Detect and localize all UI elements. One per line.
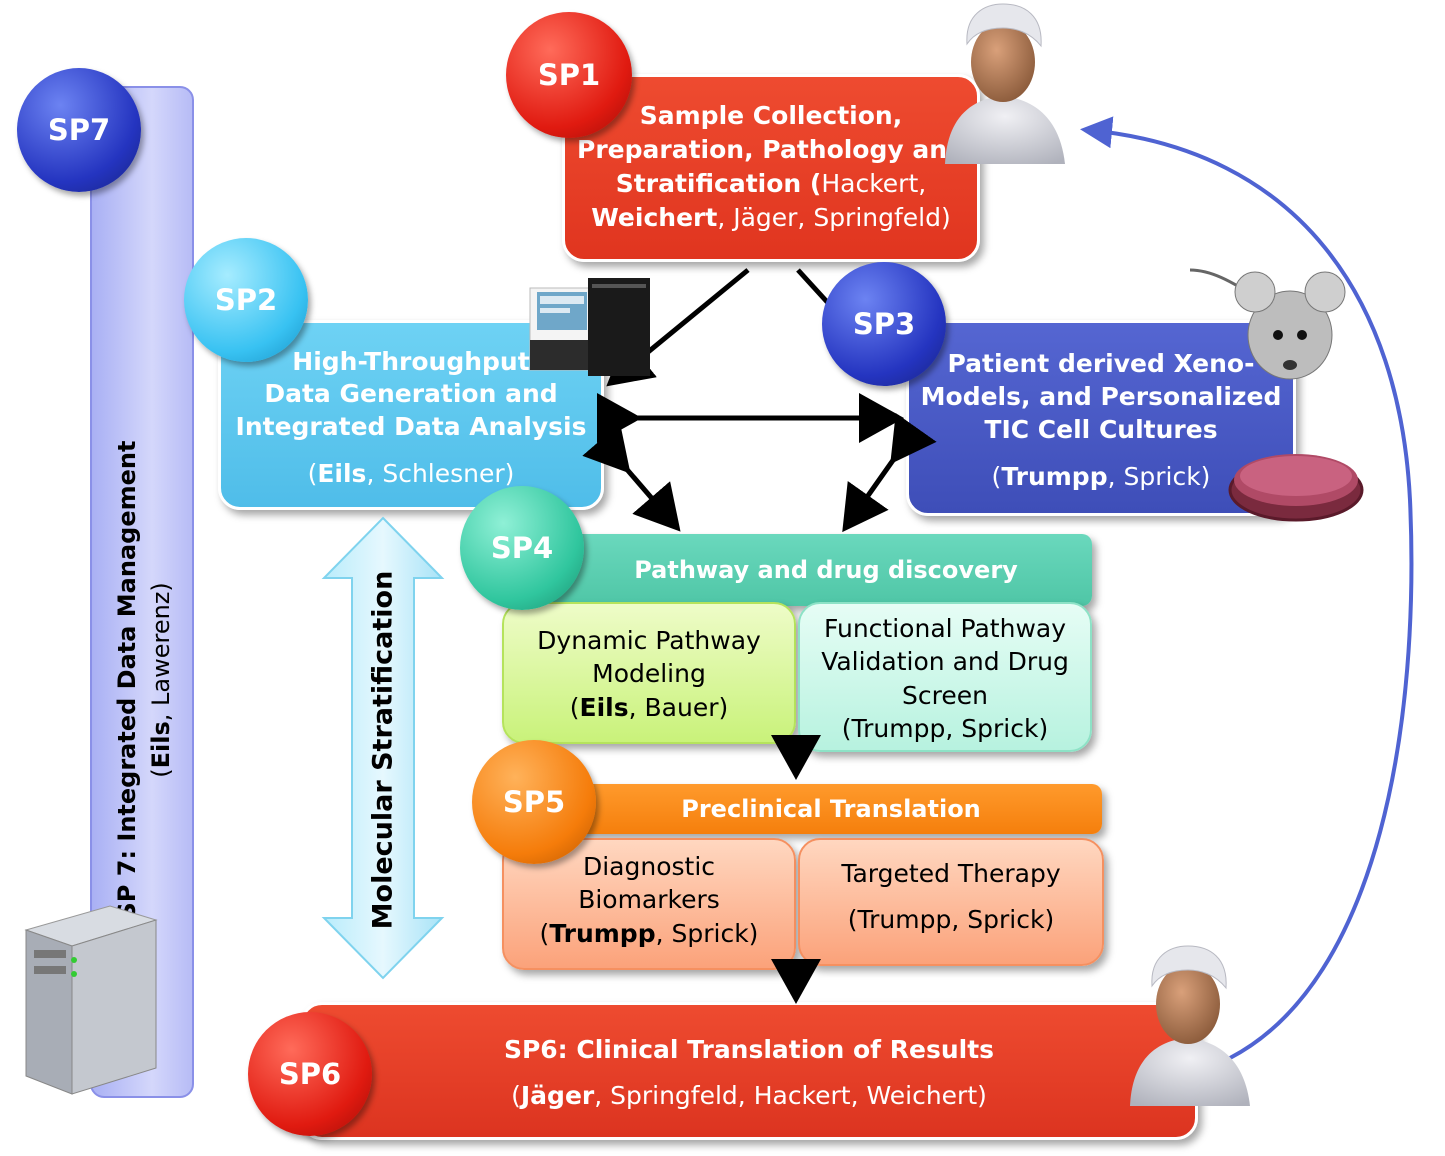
sp5-header: Preclinical Translation — [520, 784, 1102, 834]
arrow-sp3-sp4 — [842, 412, 937, 533]
sp3-line1: Patient derived Xeno- — [947, 349, 1255, 378]
sp7-badge: SP7 — [17, 68, 141, 192]
sequencer-icon — [529, 278, 650, 376]
sp5-badge: SP5 — [472, 740, 596, 864]
sp4-header: Pathway and drug discovery — [520, 534, 1092, 606]
sp1-box: Sample Collection, Preparation, Patholog… — [562, 74, 980, 262]
sp5-right-box: Targeted Therapy (Trumpp, Sprick) — [798, 838, 1104, 966]
server-icon — [24, 905, 158, 1095]
sp4-right-box: Functional Pathway Validation and Drug S… — [798, 602, 1092, 752]
petri-dish-icon — [1228, 454, 1364, 522]
sp6-title: SP6: Clinical Translation of Results — [503, 1035, 995, 1064]
sp3-badge: SP3 — [822, 262, 946, 386]
sp6-badge: SP6 — [248, 1012, 372, 1136]
surgeon-icon — [1130, 945, 1250, 1106]
sp2-line3: Integrated Data Analysis — [235, 412, 587, 441]
sp1-line2: Preparation, Pathology and — [577, 135, 965, 164]
feedback-arrow — [1080, 116, 1414, 1060]
sp2-line1: High-Throughput — [292, 347, 530, 376]
sp3-line3: TIC Cell Cultures — [984, 415, 1218, 444]
sp5-left-box: Diagnostic Biomarkers (Trumpp, Sprick) — [502, 838, 796, 970]
sp2-badge: SP2 — [184, 238, 308, 362]
sp3-line2: Models, and Personalized — [920, 382, 1282, 411]
sp1-badge: SP1 — [506, 12, 632, 138]
stratification-label: Molecular Stratification — [367, 570, 399, 930]
sp2-line2: Data Generation and — [264, 379, 558, 408]
surgeon-icon — [945, 3, 1065, 164]
sp5-header-label: Preclinical Translation — [681, 795, 981, 823]
sp4-header-label: Pathway and drug discovery — [634, 556, 1018, 584]
sp1-line1: Sample Collection, — [639, 101, 903, 130]
arrow-sp2-sp4 — [582, 423, 681, 532]
mouse-icon — [1189, 268, 1346, 380]
sp4-left-box: Dynamic Pathway Modeling (Eils, Bauer) — [502, 602, 796, 744]
sp4-badge: SP4 — [460, 486, 584, 610]
stratification-arrow — [321, 516, 445, 980]
